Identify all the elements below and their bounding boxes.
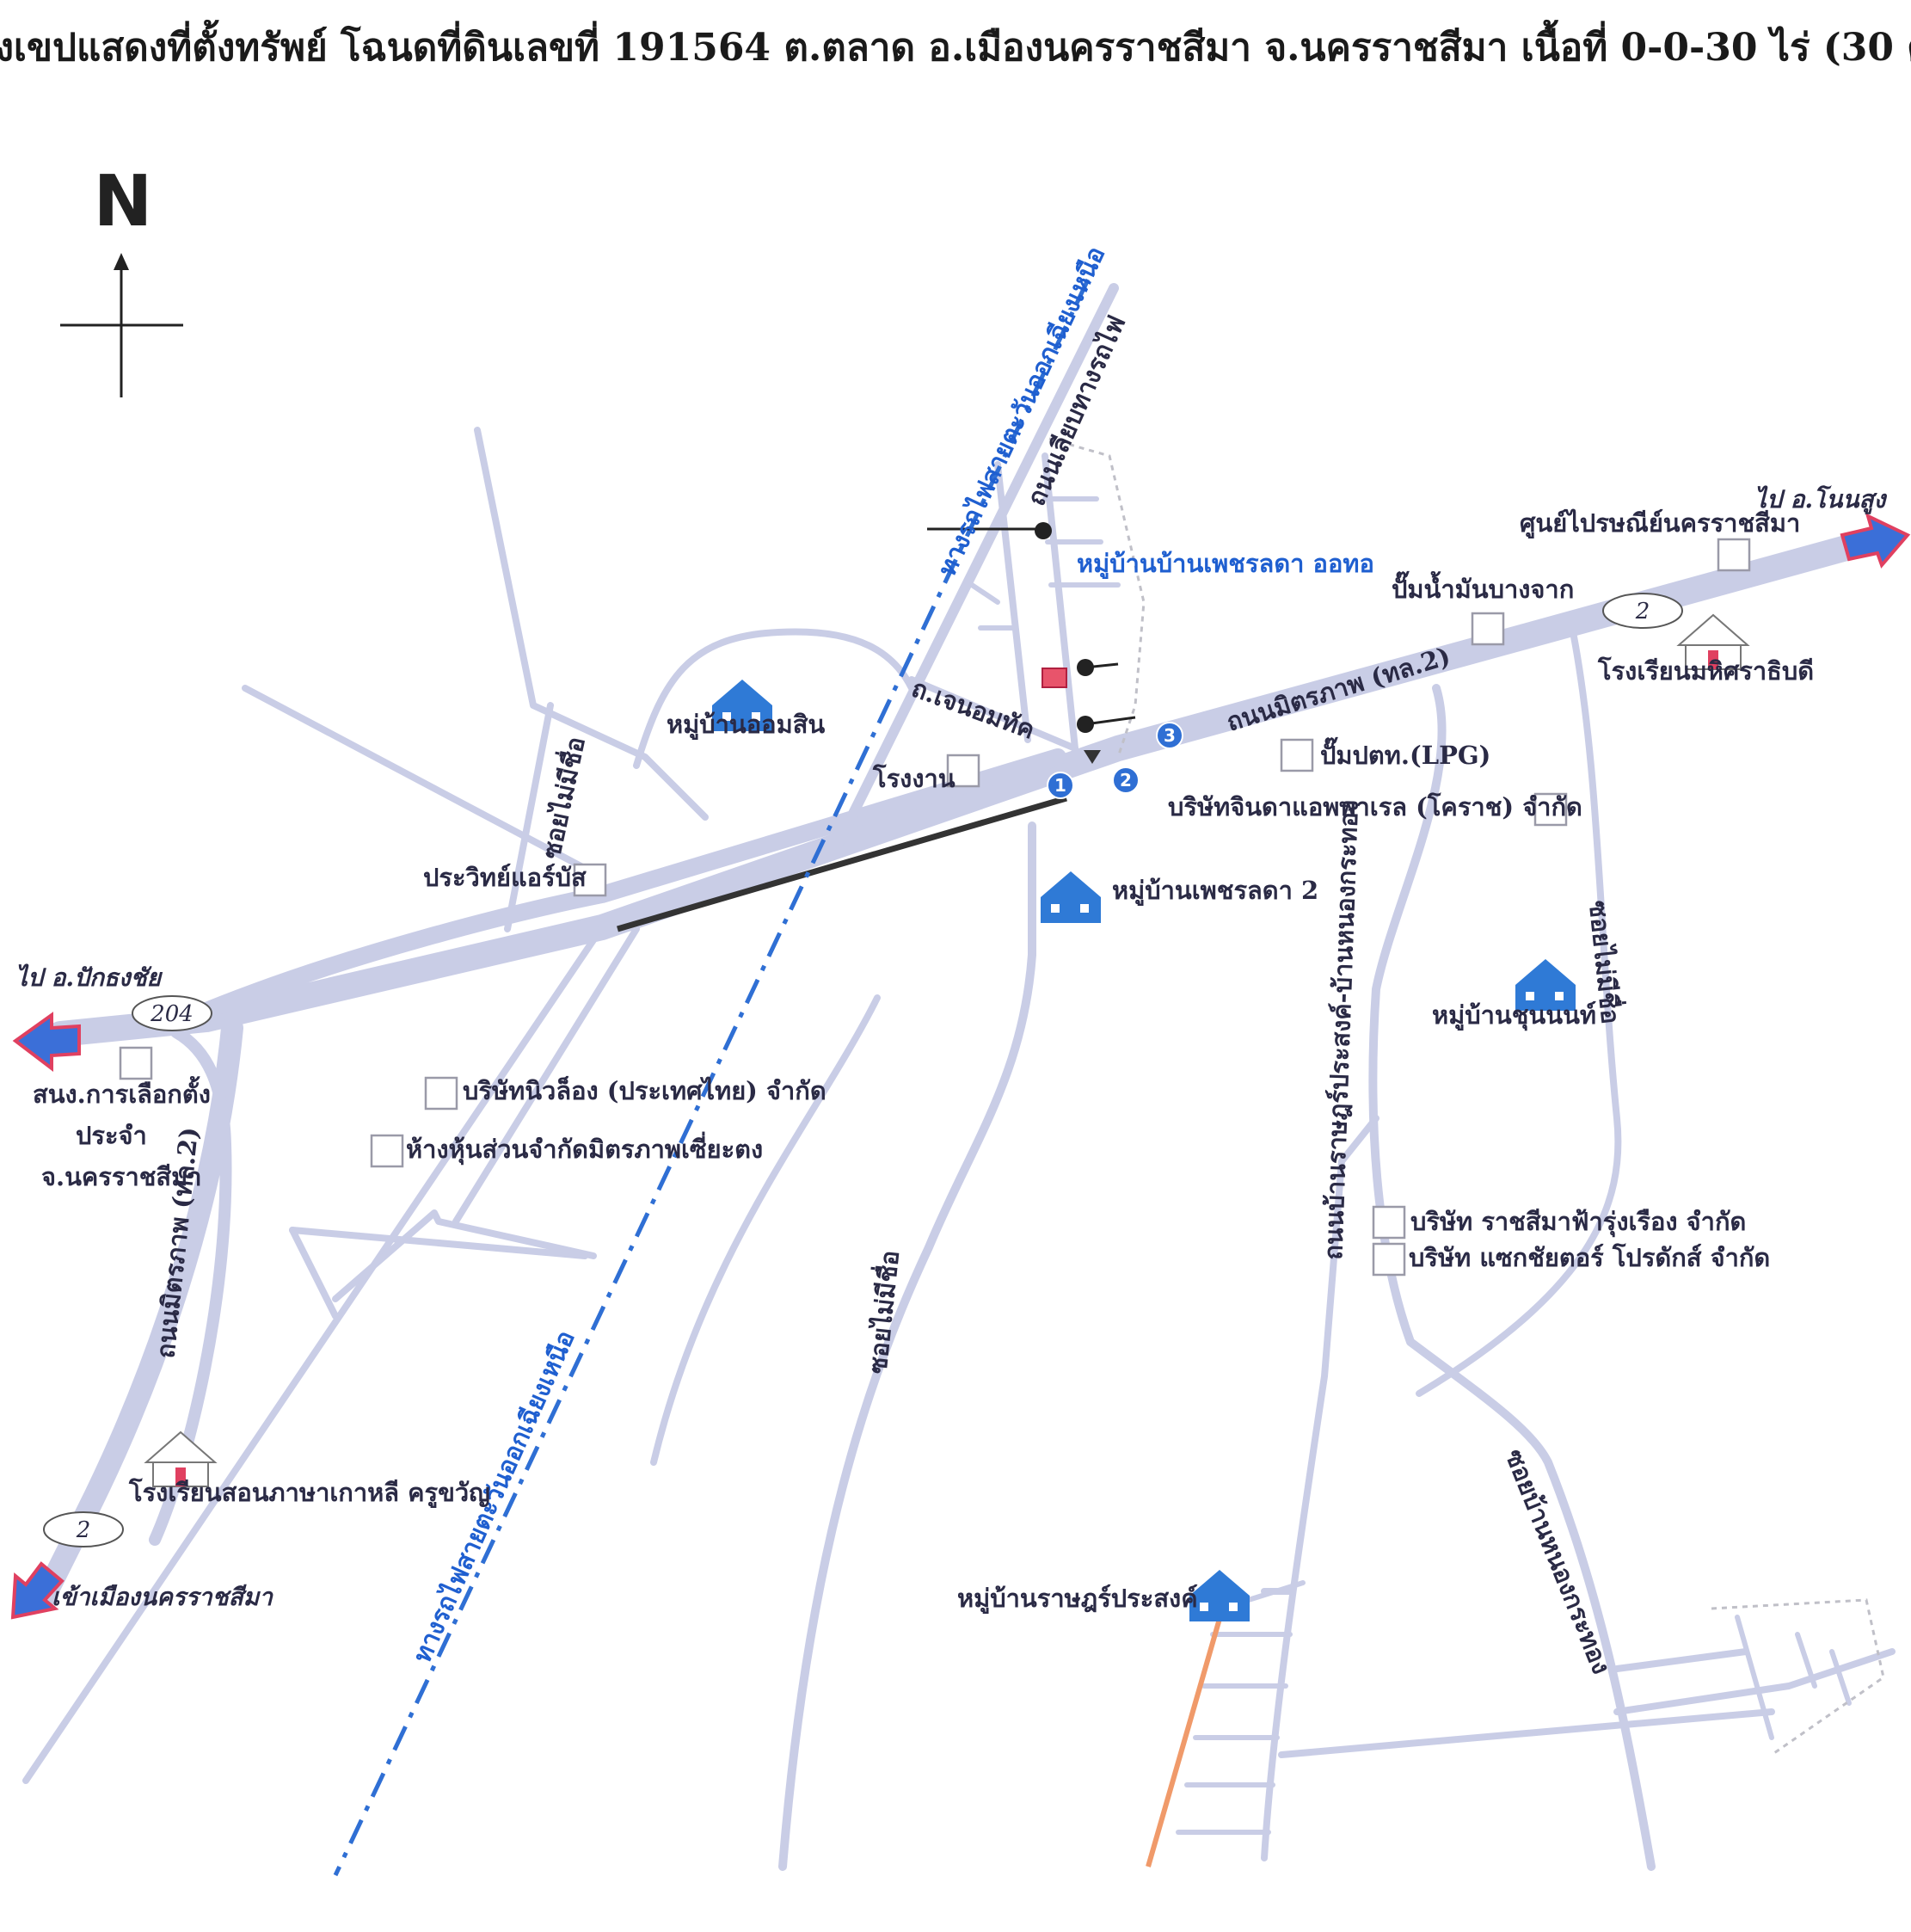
dest-west-label: ไป อ.ปักธงชัย bbox=[15, 963, 163, 992]
building-box bbox=[1471, 612, 1505, 646]
place-label-ptt-lpg: ปั๊มปตท.(LPG) bbox=[1320, 736, 1490, 770]
road-label-soi-center: ซอยไม่มีชื่อ bbox=[859, 1249, 905, 1375]
village-house-icon bbox=[1189, 1570, 1250, 1621]
svg-text:2: 2 bbox=[1635, 599, 1650, 625]
village-label-chunnon: หมู่บ้านชุนนนท์ bbox=[1432, 1000, 1596, 1031]
arrow-west-icon bbox=[12, 1012, 81, 1073]
road-shield-204: 204 bbox=[132, 995, 212, 1031]
building-box bbox=[946, 754, 980, 788]
place-label-hangmittraphap: ห้างหุ้นส่วนจำกัดมิตรภาพเซี่ยะตง bbox=[406, 1131, 763, 1165]
road-shield-2-south: 2 bbox=[43, 1511, 124, 1547]
place-label-ratchasima-fa: บริษัท ราชสีมาฟ้ารุ่งเรือง จำกัด bbox=[1410, 1207, 1746, 1237]
svg-text:204: 204 bbox=[150, 1001, 194, 1027]
road-shield-2-east: 2 bbox=[1602, 593, 1683, 629]
lead-lines bbox=[927, 522, 1136, 733]
marker-1: 1 bbox=[1047, 772, 1074, 799]
arrow-south-icon bbox=[10, 1561, 65, 1620]
place-label-election-3: จ.นครราชสีมา bbox=[41, 1162, 202, 1191]
school-icon bbox=[1676, 613, 1750, 670]
building-box bbox=[1372, 1242, 1406, 1277]
village-label-omsin: หมู่บ้านออมสิน bbox=[667, 710, 825, 740]
svg-text:3: 3 bbox=[1164, 725, 1176, 746]
building-box bbox=[573, 863, 607, 897]
svg-text:2: 2 bbox=[1120, 770, 1132, 791]
north-label: N bbox=[94, 161, 153, 243]
village-label-phetlada: หมู่บ้านบ้านเพชรลดา ออทอ bbox=[1077, 549, 1374, 579]
place-label-sakchai: บริษัท แซกชัยตอร์ โปรดักส์ จำกัด bbox=[1409, 1242, 1770, 1272]
building-box bbox=[424, 1076, 458, 1111]
building-box bbox=[1372, 1205, 1406, 1240]
building-box bbox=[119, 1046, 153, 1080]
place-label-factory: โรงงาน bbox=[872, 763, 956, 793]
map-title: แผนที่สังเขปแสดงที่ตั้งทรัพย์ โฉนดที่ดิน… bbox=[0, 19, 1911, 70]
place-label-gas-bangchak: ปั๊มน้ำมันบางจาก bbox=[1392, 570, 1574, 604]
village-label-phetlada2: หมู่บ้านเพชรลดา 2 bbox=[1112, 876, 1318, 906]
village-house-icon bbox=[1041, 871, 1101, 923]
marker-2: 2 bbox=[1112, 766, 1140, 794]
orange-road bbox=[1146, 1612, 1224, 1867]
svg-text:2: 2 bbox=[76, 1517, 91, 1543]
railway-line bbox=[333, 278, 1091, 1877]
dest-east-label: ไป อ.โนนสูง bbox=[1754, 484, 1888, 514]
village-label-ratprasong: หมู่บ้านราษฎร์ประสงค์ bbox=[957, 1584, 1198, 1614]
north-compass-icon: N bbox=[60, 161, 183, 397]
marker-3: 3 bbox=[1156, 722, 1183, 749]
place-label-post: ศูนย์ไปรษณีย์นครราชสีมา bbox=[1520, 508, 1800, 538]
building-box bbox=[1717, 538, 1751, 572]
place-label-newlong: บริษัทนิวล็อง (ประเทศไทย) จำกัด bbox=[463, 1075, 826, 1105]
property-parcel bbox=[1042, 668, 1067, 688]
building-box bbox=[1533, 792, 1568, 827]
place-label-election-1: สนง.การเลือกตั้ง bbox=[33, 1075, 211, 1109]
svg-text:1: 1 bbox=[1054, 775, 1066, 796]
road-label-ramintra: ถนนบ้านราษฎร์ประสงค์-บ้านหนองกระทอง bbox=[1318, 799, 1364, 1260]
place-label-school-east: โรงเรียนมหิศราธิบดี bbox=[1597, 655, 1814, 686]
village-house-icon bbox=[712, 680, 772, 731]
building-box bbox=[1280, 738, 1314, 772]
place-label-election-2: ประจำ bbox=[76, 1121, 147, 1150]
property-pointer-icon bbox=[1084, 750, 1101, 764]
place-label-prawit: ประวิทย์แอร์บัส bbox=[423, 863, 587, 892]
dest-south-label: เข้าเมืองนครราชสีมา bbox=[52, 1583, 273, 1611]
place-label-korean-school: โรงเรียนสอนภาษาเกาหลี ครูขวัญ bbox=[128, 1477, 490, 1508]
arrow-east-icon bbox=[1840, 513, 1911, 569]
village-house-icon bbox=[1515, 959, 1576, 1011]
road-label-mittraphap-east: ถนนมิตรภาพ (ทล.2) bbox=[1223, 641, 1453, 736]
school-icon bbox=[144, 1431, 218, 1487]
building-box bbox=[370, 1134, 404, 1168]
place-label-jinda: บริษัทจินดาแอพพาเรล (โคราช) จำกัด bbox=[1168, 791, 1582, 821]
